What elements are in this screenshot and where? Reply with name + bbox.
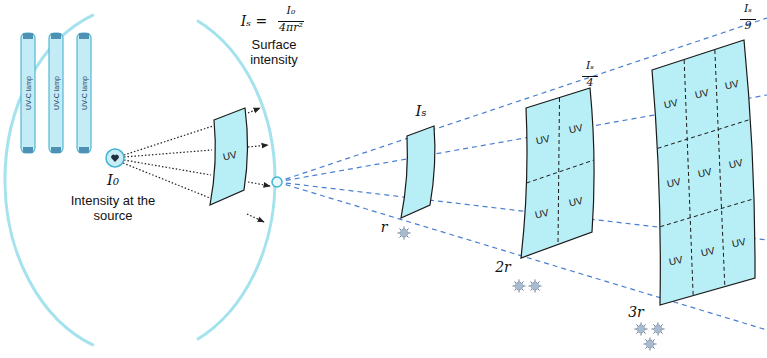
enclosure-arc <box>197 21 275 340</box>
propagation-lines <box>277 18 767 330</box>
patch-grid <box>527 160 595 183</box>
annotation-label: 9 <box>745 20 752 33</box>
uv-lamp: UV-C lamp <box>20 32 36 154</box>
annotation-label: Iₛ <box>586 60 594 73</box>
patch-grid <box>558 98 560 245</box>
lamp-label: UV-C lamp <box>25 76 32 110</box>
annotation-label: Surface intensity <box>238 38 310 68</box>
annotation-label: 4 <box>587 77 594 90</box>
annotation-label: Iₛ <box>416 103 427 120</box>
source-heart <box>111 155 119 162</box>
lamp-glass <box>49 33 63 153</box>
lamp-label: UV-C lamp <box>81 76 88 110</box>
patch-shape <box>652 40 755 305</box>
patch-shape <box>210 108 248 205</box>
uv-lamp: UV-C lamp <box>76 32 92 154</box>
annotation-label: I₀ <box>287 5 296 18</box>
annotation-label: r <box>381 219 388 235</box>
patch-grid <box>658 119 751 148</box>
lamp-cap <box>79 147 89 153</box>
lamp-glass <box>77 33 91 153</box>
lamp-label: UV-C lamp <box>53 76 60 110</box>
lamp-cap <box>23 33 33 39</box>
annotation-label: Intensity at the source <box>68 194 158 224</box>
patch-shape <box>521 88 594 258</box>
uv-patch: UV <box>206 105 255 208</box>
annotation-label: 2r <box>495 259 511 275</box>
lamp-glass <box>21 33 35 153</box>
annotation-label: 4πr² <box>279 22 303 35</box>
lamp-cap <box>23 147 33 153</box>
uv-patch: UVUVUVUV <box>517 85 602 261</box>
lamp-cap <box>79 33 89 39</box>
surface-patch <box>401 126 435 218</box>
annotation-label: Iₛ <box>744 3 752 16</box>
patch-grid <box>660 199 754 227</box>
patch-grid <box>715 50 725 287</box>
lamp-cap <box>51 147 61 153</box>
uv-patch: UVUVUVUVUVUVUVUVUV <box>648 37 765 308</box>
enclosure-arc <box>5 15 94 346</box>
patch-outline <box>517 85 602 261</box>
annotation-label: Iₛ = <box>241 13 267 29</box>
uv-lamp: UV-C lamp <box>48 32 64 154</box>
source-point <box>106 149 124 167</box>
annotation-label: 3r <box>628 304 644 320</box>
point-source <box>272 177 282 187</box>
patch-grid <box>684 60 693 296</box>
annotation-label: I₀ <box>107 172 119 189</box>
lamp-cap <box>51 33 61 39</box>
